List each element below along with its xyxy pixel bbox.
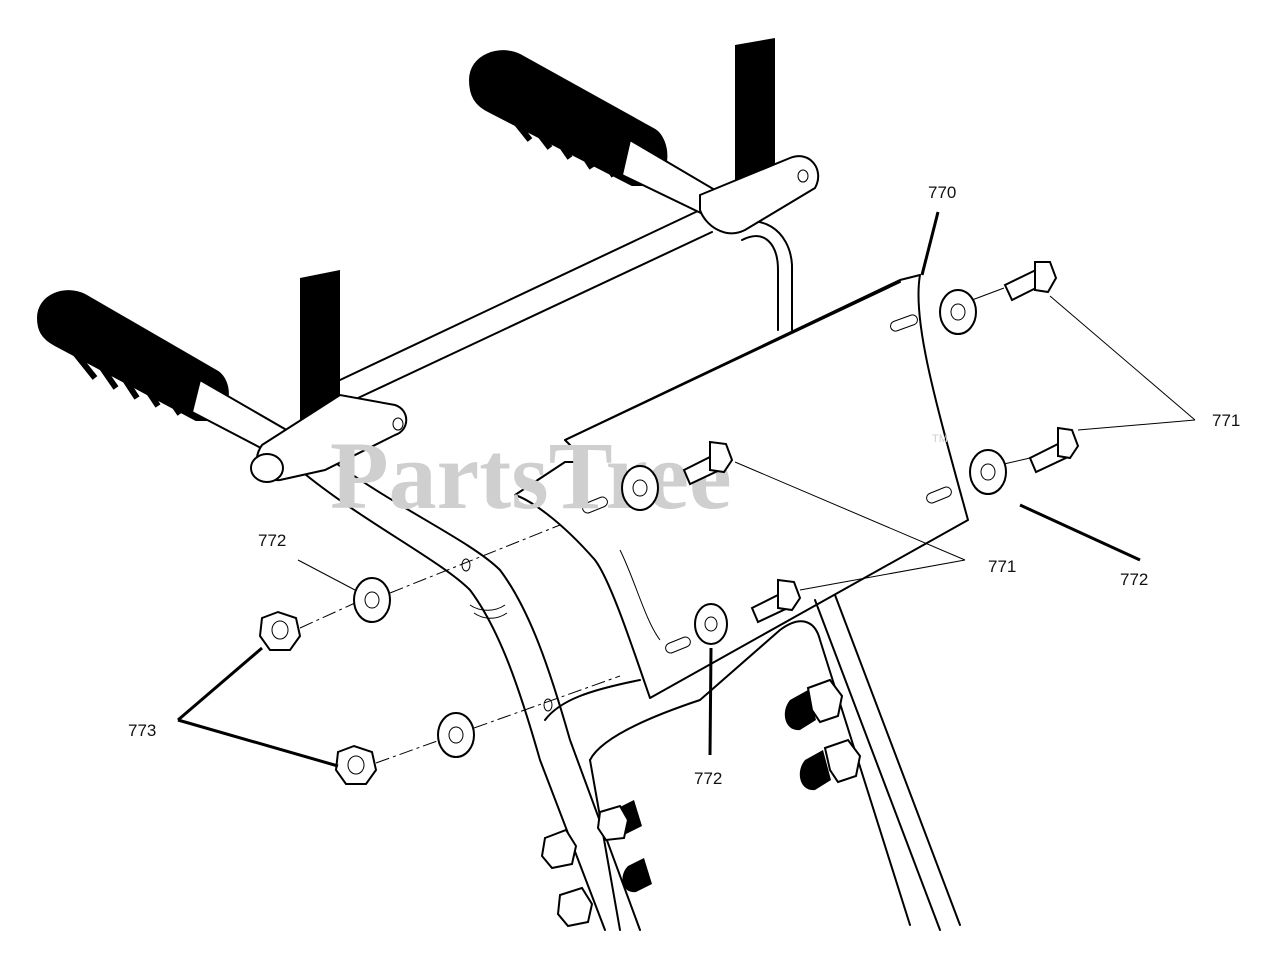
watermark-trademark: TM [932,433,948,445]
left-handle-grip [36,270,408,483]
deflector-panel [514,274,969,699]
callout-771-right: 771 [1212,411,1240,430]
hardware-left [258,524,621,785]
upper-handle-frame [299,220,961,931]
callout-772-bottom: 772 [694,769,722,788]
cross-rod [339,209,713,399]
callout-772-left: 772 [258,531,286,550]
callout-772-right: 772 [1120,570,1148,589]
hardware-right [621,261,1080,645]
leader-lines [177,211,1196,768]
callout-770: 770 [928,183,956,202]
watermark-text: PartsTree [330,422,732,529]
frame-carriage-bolts [540,678,862,928]
callout-773: 773 [128,721,156,740]
callout-771-mid: 771 [988,557,1016,576]
right-handle-grip [468,38,820,235]
